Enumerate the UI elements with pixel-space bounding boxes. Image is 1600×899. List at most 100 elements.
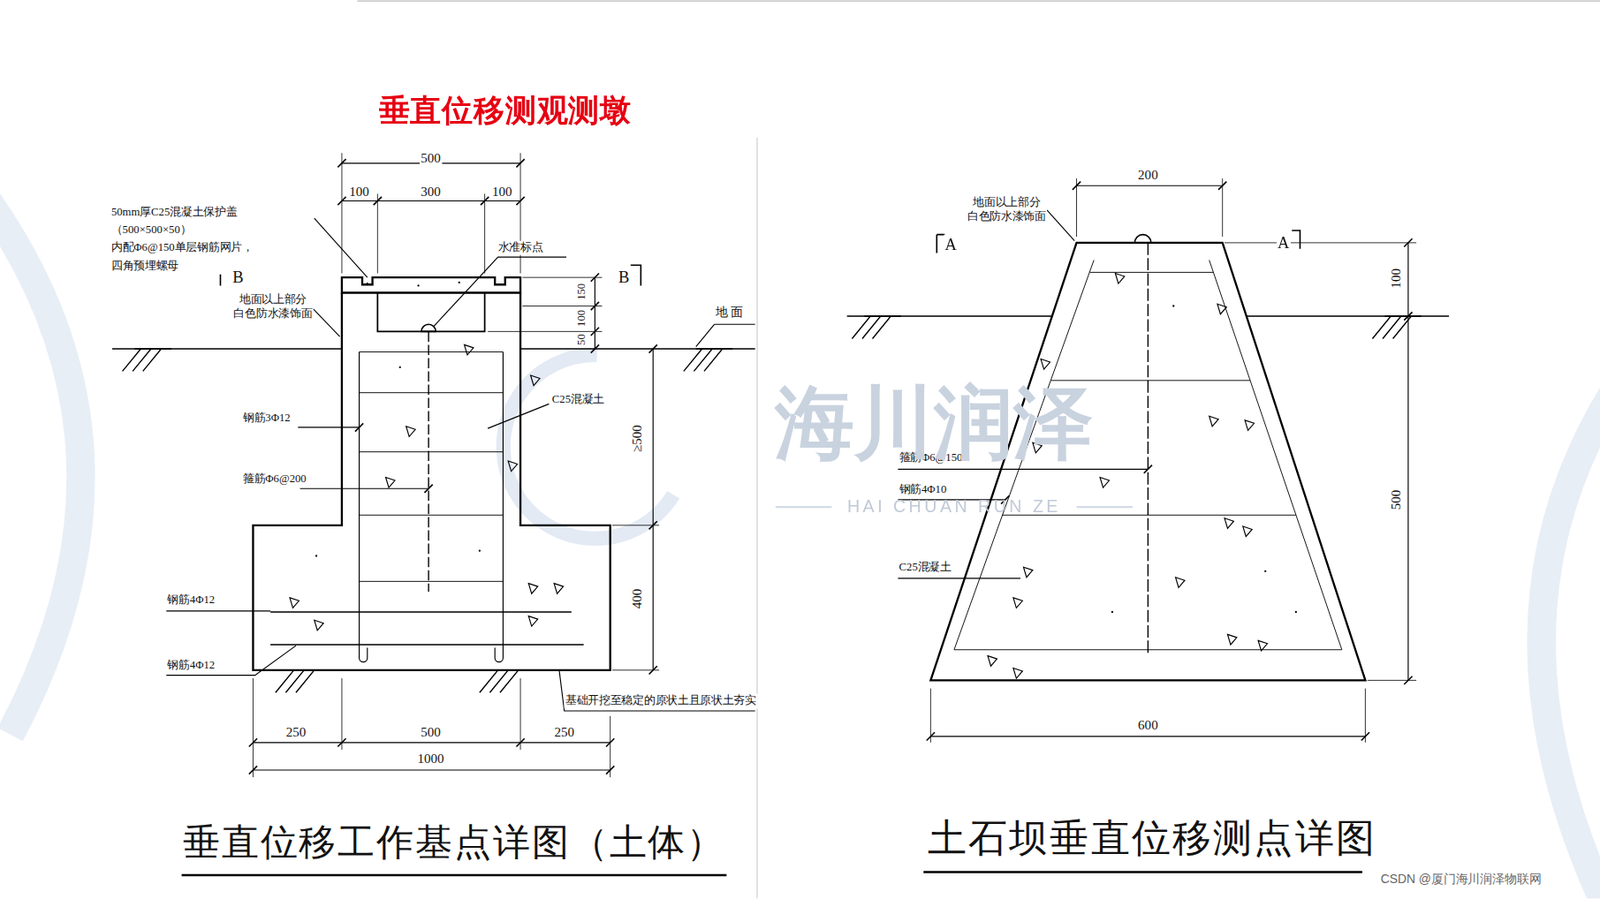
dim-tick: [926, 732, 935, 741]
section-mark: A: [943, 235, 958, 256]
aggregate-mark: [987, 656, 997, 668]
dim-tick: [373, 197, 382, 205]
dim-tick: [591, 302, 600, 311]
callout-note: 基础开挖至稳定的原状土且原状土夯实: [564, 693, 758, 708]
callout-note: 钢筋4Φ10: [897, 482, 948, 497]
callout-note: C25混凝土: [897, 560, 953, 575]
leader-line: [297, 426, 359, 428]
dimension-number: 500: [1387, 489, 1405, 512]
dimension-number: 100: [574, 309, 589, 328]
dim-tick: [1218, 181, 1227, 190]
separator-line: [756, 137, 758, 899]
vertical-bars: [359, 351, 504, 662]
dim-tick: [480, 197, 489, 205]
leader-line: [313, 309, 341, 337]
watermark: 海川润泽: [774, 373, 1093, 474]
concrete-dot: [417, 284, 419, 287]
dim-tick: [355, 423, 364, 432]
dimension-number: 400: [629, 588, 646, 611]
leader-line: [166, 645, 296, 675]
decor-arc: [1541, 336, 1600, 898]
logo-arc: [503, 355, 675, 539]
dim-tick: [649, 521, 658, 530]
bottom-bars: [270, 612, 584, 645]
aggregate-mark: [1243, 526, 1252, 538]
aggregate-mark: [406, 426, 416, 438]
concrete-dot: [458, 281, 461, 284]
aggregate-mark: [1258, 640, 1267, 652]
stirrups: [359, 351, 504, 582]
callout-note: 钢筋4Φ12: [166, 592, 216, 607]
callout-note: 地面以上部分 白色防水漆饰面: [232, 292, 313, 321]
dimension-number: 200: [1137, 166, 1160, 184]
dim-tick: [606, 765, 615, 774]
aggregate-mark: [1224, 518, 1234, 530]
section-bracket: [936, 230, 1300, 253]
leader-line: [314, 218, 368, 278]
watermark: HAI CHUAN RUN ZE: [847, 496, 1062, 519]
dimension-number: 300: [419, 183, 442, 201]
frame-line: [356, 0, 1600, 2]
dimension-number: 100: [348, 183, 371, 201]
leader-line: [300, 488, 430, 490]
center-bar: [1147, 242, 1149, 653]
dim-line: [594, 277, 653, 671]
leader-line: [433, 257, 567, 327]
drawing-title: 垂直位移测观测墩: [379, 90, 632, 129]
extension-line: [341, 152, 521, 273]
callout-note: 箍筋Φ6@200: [242, 472, 308, 487]
dim-tick: [591, 327, 600, 336]
dim-line: [341, 163, 521, 202]
soil-hatch: [1372, 316, 1421, 339]
section-mark: B: [231, 267, 245, 289]
dimension-number: 50: [574, 333, 589, 347]
aggregate-mark: [528, 616, 538, 628]
aggregate-mark: [530, 375, 540, 387]
extension-line: [487, 277, 660, 671]
dim-tick: [1144, 465, 1153, 474]
aggregate-mark: [1209, 416, 1219, 427]
dim-tick: [1403, 676, 1412, 685]
caption-rule: [181, 874, 728, 877]
level-mark: [421, 324, 436, 332]
ground-label: 地 面: [714, 304, 744, 320]
callout-note: 水准标点: [496, 241, 544, 256]
concrete-dot: [1172, 304, 1175, 307]
soil-hatch: [275, 670, 325, 693]
concrete-dot: [1295, 611, 1297, 614]
callout-note: 钢筋3Φ12: [242, 410, 292, 425]
aggregate-mark: [1114, 273, 1124, 285]
concrete-dot: [1111, 611, 1114, 614]
dim-tick: [649, 666, 658, 675]
dimension-number: ≥500: [629, 424, 646, 454]
dim-tick: [337, 159, 346, 167]
aggregate-mark: [553, 583, 563, 595]
dimension-number: 600: [1137, 717, 1160, 735]
dimension-number: 100: [491, 183, 514, 201]
concrete-dot: [366, 282, 369, 285]
callout-note: 钢筋4Φ12: [166, 658, 216, 673]
section-mark: B: [617, 267, 631, 289]
soil-hatch: [122, 348, 172, 372]
dim-tick: [515, 159, 524, 167]
concrete-dot: [315, 554, 318, 557]
dimension-number: 500: [419, 150, 442, 167]
aggregate-mark: [1175, 577, 1185, 589]
callout-note: 地面以上部分 白色防水漆饰面: [966, 196, 1047, 225]
dimension-number: 250: [285, 724, 308, 742]
aggregate-mark: [1013, 598, 1023, 609]
dam-settlement-point: [847, 178, 1449, 873]
decor-arc: [0, 163, 81, 736]
extension-line: [252, 678, 610, 778]
dimension-number: 1000: [416, 750, 445, 768]
aggregate-mark: [289, 598, 299, 609]
dim-tick: [249, 738, 258, 747]
dim-tick: [591, 344, 600, 353]
concrete-dot: [1264, 570, 1267, 573]
aggregate-mark: [1040, 359, 1050, 371]
center-bar: [427, 331, 429, 592]
dimension-number: 150: [574, 282, 589, 302]
callout-note: C25混凝土: [551, 393, 607, 408]
dim-tick: [337, 738, 346, 747]
